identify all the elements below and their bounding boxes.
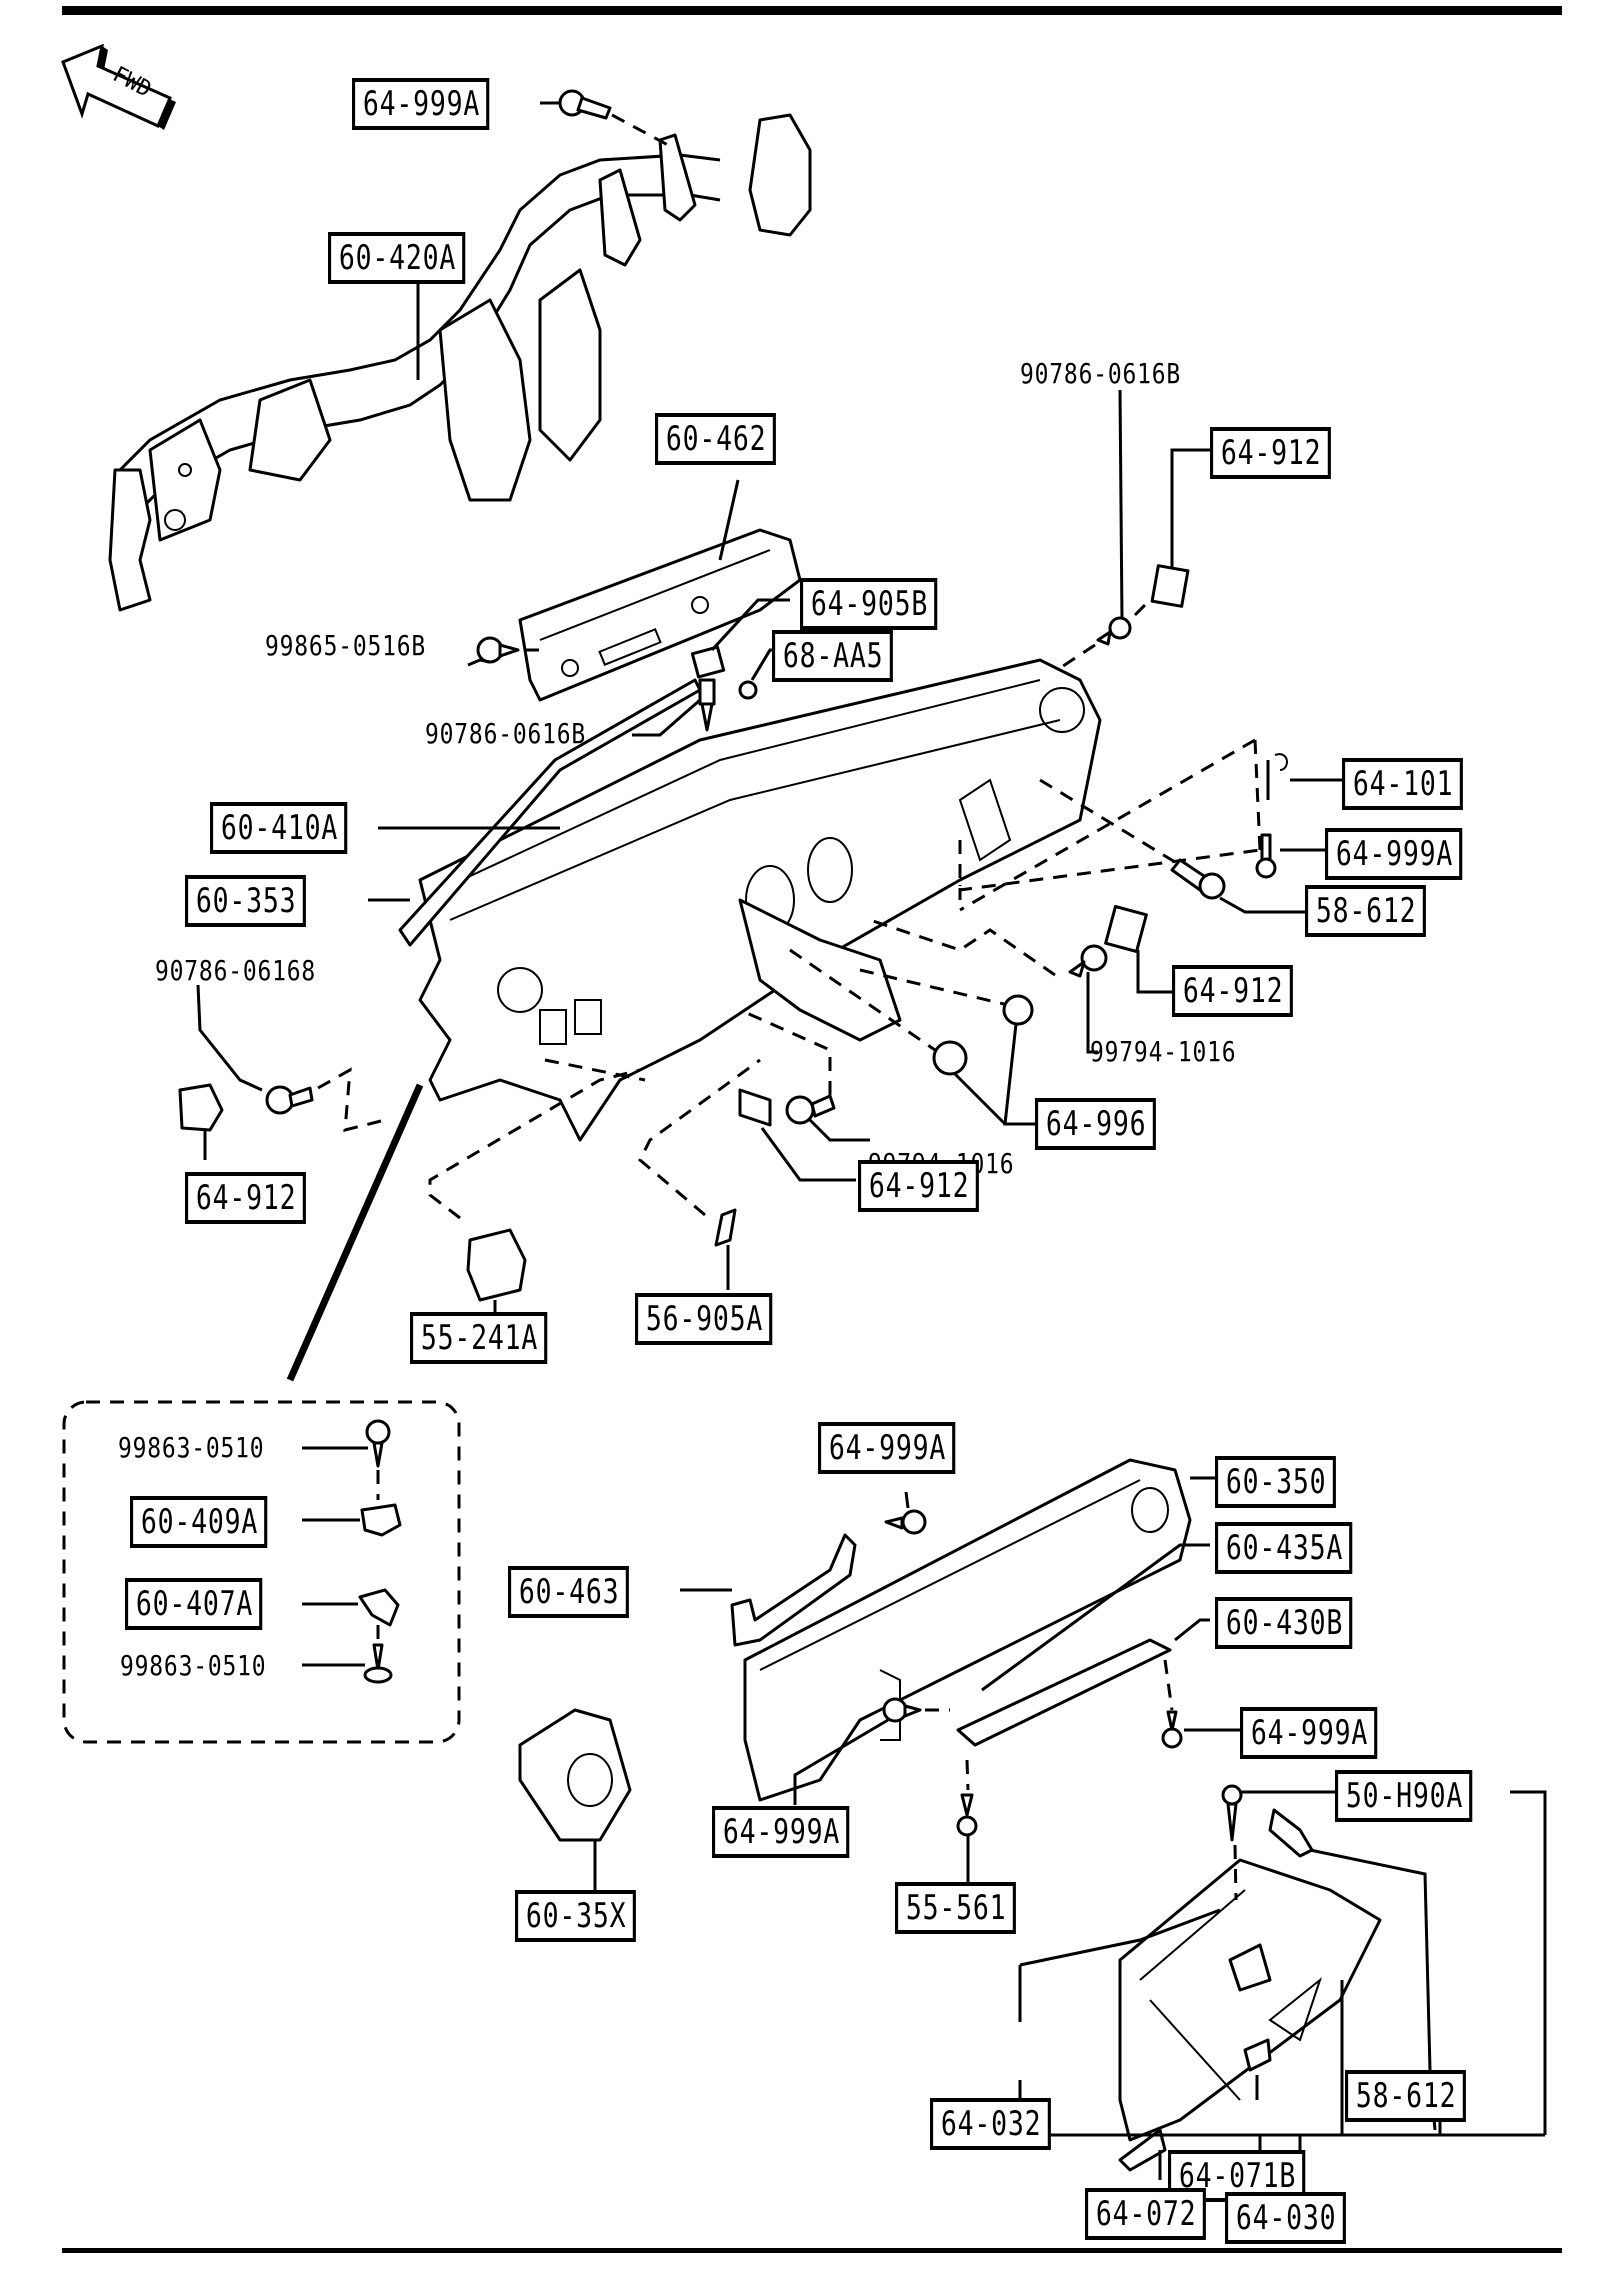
part-label-56-905A[interactable]: 56-905A xyxy=(635,1293,773,1345)
screw-90786-0616B-top xyxy=(1096,616,1132,646)
part-label-60-430B[interactable]: 60-430B xyxy=(1215,1597,1353,1649)
part-label-64-999A[interactable]: 64-999A xyxy=(352,78,490,130)
bulb-58-612-lower xyxy=(1268,1808,1314,1858)
part-label-64-912-left[interactable]: 64-912 xyxy=(185,1172,306,1224)
defroster-strip-part xyxy=(398,678,702,947)
part-number-99863-0510-b[interactable]: 99863-0510 xyxy=(120,1649,267,1682)
clip-64-071B xyxy=(1243,2038,1272,2072)
part-number-90786-0616B-mid[interactable]: 90786-0616B xyxy=(425,717,587,750)
reinforcement-beam-part xyxy=(108,113,812,612)
nut-64-996-a xyxy=(1002,994,1034,1026)
bulb-58-612-right xyxy=(1170,858,1226,900)
striker-64-072 xyxy=(1118,2128,1167,2172)
part-label-60-353[interactable]: 60-353 xyxy=(185,875,306,927)
grommet-55-241A xyxy=(466,1228,527,1302)
part-label-64-072[interactable]: 64-072 xyxy=(1085,2188,1206,2240)
part-label-64-912-mid[interactable]: 64-912 xyxy=(858,1160,979,1212)
part-label-64-030[interactable]: 64-030 xyxy=(1225,2192,1346,2244)
part-label-60-350[interactable]: 60-350 xyxy=(1215,1456,1336,1508)
part-label-55-561[interactable]: 55-561 xyxy=(895,1882,1016,1934)
bolt-64-999A-top xyxy=(558,89,612,120)
glove-box-64-030 xyxy=(1118,1858,1382,2142)
part-label-64-999A-lower-top[interactable]: 64-999A xyxy=(818,1422,956,1474)
bracket-60-407A xyxy=(358,1588,400,1627)
bolt-64-999A-lower-right xyxy=(1161,1710,1183,1749)
bolt-99794-1016-right xyxy=(1068,944,1108,978)
top-border-rule xyxy=(62,6,1562,15)
bolt-99794-1016-mid xyxy=(785,1094,836,1125)
lower-panel-60-350 xyxy=(743,1458,1192,1802)
part-label-60-410A[interactable]: 60-410A xyxy=(210,802,348,854)
screw-55-561 xyxy=(956,1793,978,1837)
part-label-64-912[interactable]: 64-912 xyxy=(1210,427,1331,479)
part-label-58-612[interactable]: 58-612 xyxy=(1305,885,1426,937)
screw-50-H90A xyxy=(1221,1784,1243,1842)
screw-90786-0616B-left xyxy=(265,1085,314,1115)
part-label-64-999A-lower-right[interactable]: 64-999A xyxy=(1240,1707,1378,1759)
screw-90786-0616B-mid xyxy=(698,678,716,732)
part-label-64-032[interactable]: 64-032 xyxy=(930,2098,1051,2150)
part-label-64-101[interactable]: 64-101 xyxy=(1342,758,1463,810)
bolt-64-999A-right xyxy=(1255,833,1277,879)
cover-60-35X xyxy=(518,1708,632,1842)
part-number-99794-1016-right[interactable]: 99794-1016 xyxy=(1090,1035,1237,1068)
screw-99863-0510-a xyxy=(365,1419,391,1468)
nut-64-996-b xyxy=(932,1040,968,1076)
part-number-90786-0616B-left[interactable]: 90786-06168 xyxy=(155,954,317,987)
part-label-58-612-lower[interactable]: 58-612 xyxy=(1345,2070,1466,2122)
part-label-64-912-right[interactable]: 64-912 xyxy=(1172,965,1293,1017)
screw-99865-0516B xyxy=(476,636,520,664)
part-label-68-AA5[interactable]: 68-AA5 xyxy=(772,630,893,682)
bracket-60-463 xyxy=(730,1533,857,1647)
part-label-64-996[interactable]: 64-996 xyxy=(1035,1098,1156,1150)
clip-68-AA5 xyxy=(738,680,758,700)
detail-callout-box xyxy=(62,1400,461,1744)
part-label-55-241A[interactable]: 55-241A xyxy=(410,1312,548,1364)
part-label-60-435A[interactable]: 60-435A xyxy=(1215,1522,1353,1574)
part-label-60-407A[interactable]: 60-407A xyxy=(125,1578,263,1630)
upper-panel-cover-part xyxy=(518,528,802,702)
bracket-60-409A xyxy=(360,1503,402,1537)
clip-64-912-left xyxy=(178,1083,224,1132)
bottom-border-rule xyxy=(62,2248,1562,2253)
clip-64-905B xyxy=(690,645,726,679)
hinge-60-430B xyxy=(956,1638,1172,1747)
bolt-64-999A-lower-top xyxy=(884,1509,927,1535)
part-number-99865-0516B[interactable]: 99865-0516B xyxy=(265,629,427,662)
part-label-60-35X[interactable]: 60-35X xyxy=(515,1890,636,1942)
bolt-64-999A-lower-left xyxy=(882,1697,922,1723)
part-label-60-409A[interactable]: 60-409A xyxy=(130,1496,268,1548)
part-label-50-H90A[interactable]: 50-H90A xyxy=(1335,1770,1473,1822)
part-label-64-999A-lower-left[interactable]: 64-999A xyxy=(712,1806,850,1858)
part-number-90786-0616B[interactable]: 90786-0616B xyxy=(1020,357,1182,390)
part-label-64-999A-right[interactable]: 64-999A xyxy=(1325,828,1463,880)
clip-64-912-top xyxy=(1150,564,1190,608)
part-number-99863-0510-a[interactable]: 99863-0510 xyxy=(118,1431,265,1464)
forward-arrow-icon: FWD xyxy=(61,44,176,130)
part-label-60-462[interactable]: 60-462 xyxy=(655,413,776,465)
clip-64-912-mid xyxy=(738,1088,772,1127)
part-label-64-905B[interactable]: 64-905B xyxy=(800,578,938,630)
part-label-60-420A[interactable]: 60-420A xyxy=(328,232,466,284)
clip-64-912-right xyxy=(1104,905,1148,953)
part-label-60-463[interactable]: 60-463 xyxy=(508,1566,629,1618)
clip-56-905A xyxy=(714,1208,737,1247)
screw-99863-0510-b xyxy=(363,1643,393,1684)
